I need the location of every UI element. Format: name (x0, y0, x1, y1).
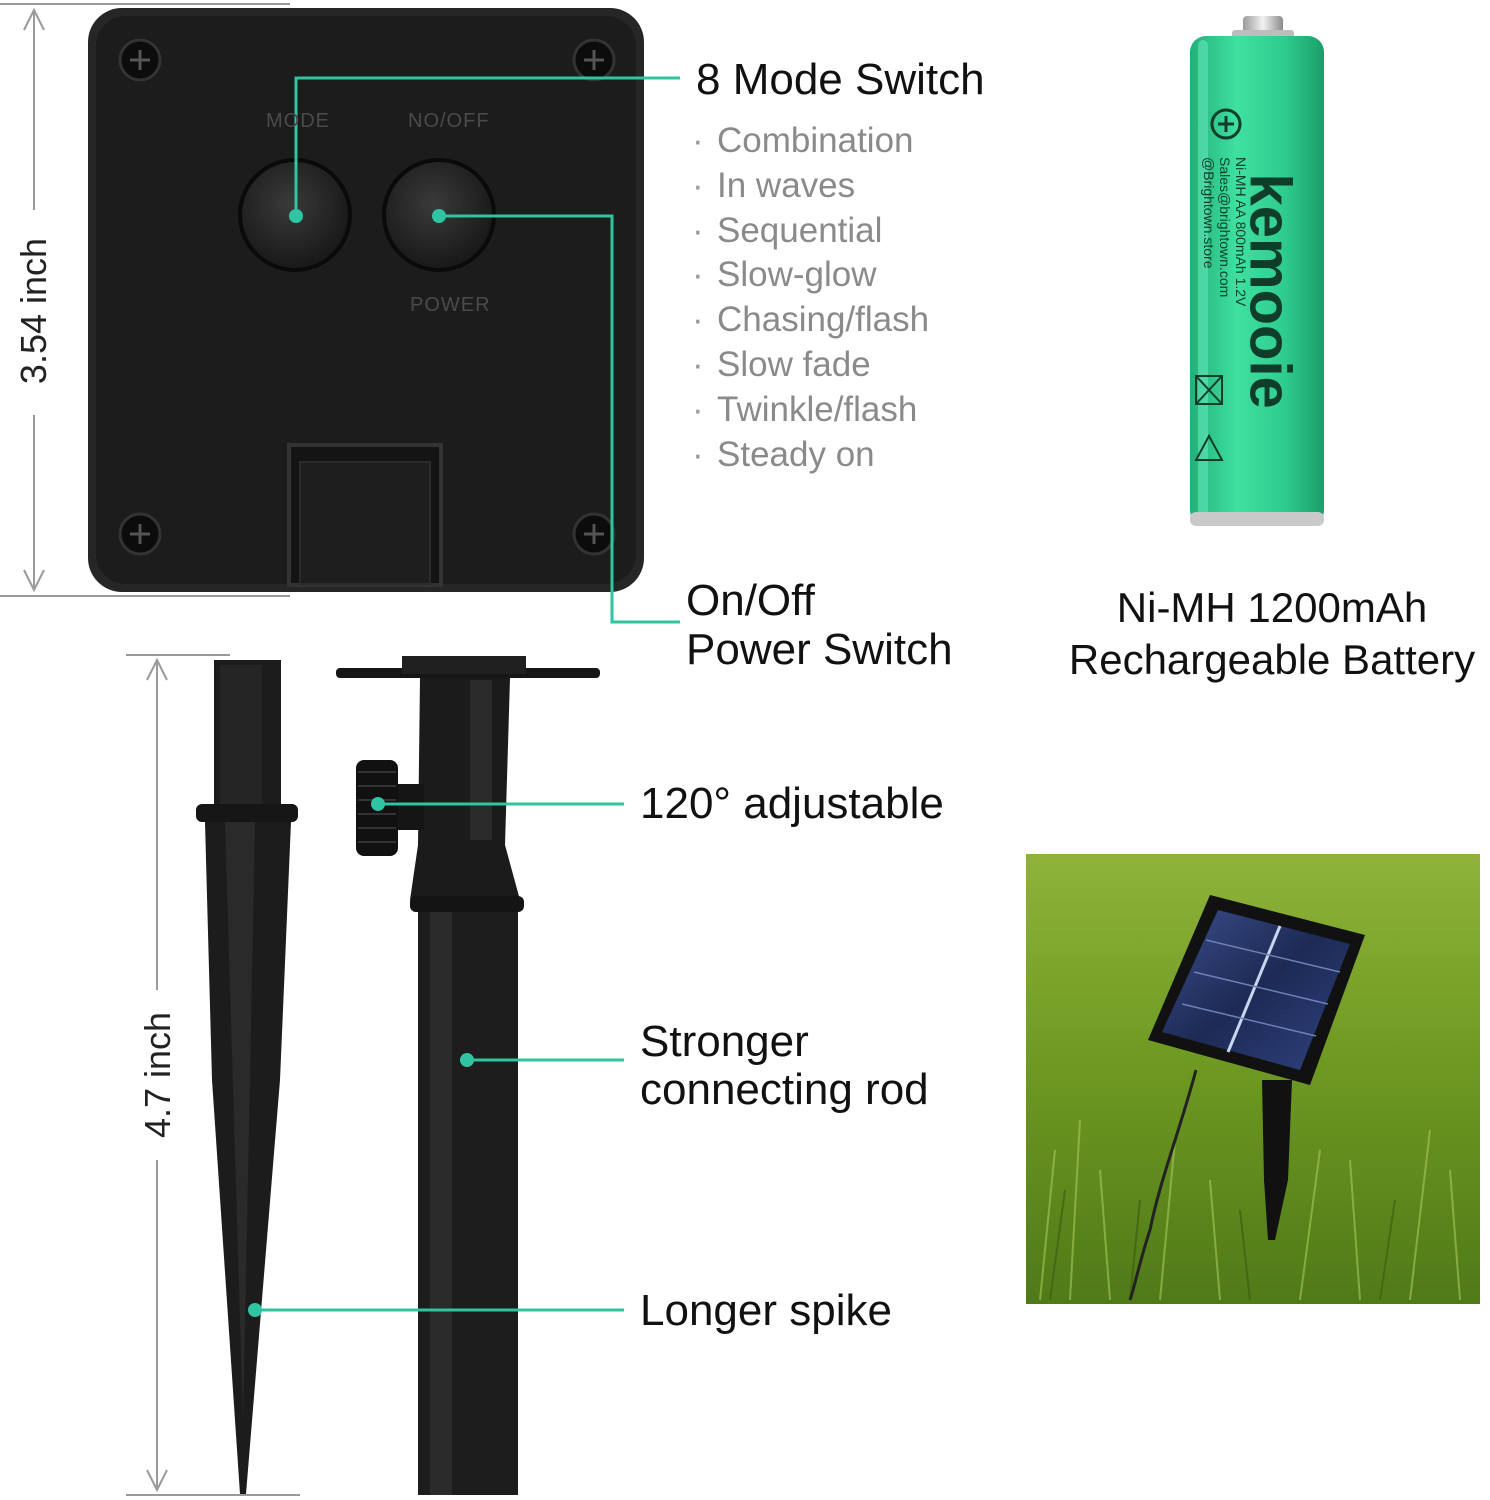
recycle-icon (1194, 375, 1224, 461)
list-item: ·In waves (692, 165, 856, 205)
mode-callout-line (294, 76, 680, 216)
rod-label: Stronger connecting rod (640, 1017, 929, 1114)
list-item: ·Chasing/flash (692, 300, 930, 340)
on-off-button-label: NO/OFF (408, 110, 490, 132)
battery-print: Ni-MH AA 800mAh 1.2V Sales@brightown.com… (1201, 157, 1249, 307)
box-height-label: 3.54 inch (13, 237, 54, 385)
solar-panel-photo (1026, 854, 1480, 1304)
control-box (88, 8, 644, 592)
power-switch-label: On/Off Power Switch (686, 576, 953, 674)
plus-icon (1210, 108, 1242, 140)
battery-image (1190, 16, 1324, 526)
list-item: ·Slow-glow (692, 255, 877, 295)
list-item: ·Sequential (692, 210, 883, 250)
mode-list: ·Combination ·In waves ·Sequential ·Slow… (692, 119, 929, 477)
height-dimension-box (0, 3, 290, 597)
list-item: ·Slow fade (692, 344, 871, 384)
mode-button-label: MODE (266, 110, 330, 132)
power-button-label: POWER (410, 294, 491, 316)
battery-caption: Ni-MH 1200mAh Rechargeable Battery (1068, 584, 1476, 683)
ground-spike (196, 660, 298, 1494)
connecting-rod (336, 656, 600, 1495)
spike-label: Longer spike (640, 1286, 892, 1335)
mode-switch-title: 8 Mode Switch (696, 55, 985, 104)
list-item: ·Steady on (692, 434, 875, 474)
list-item: ·Twinkle/flash (692, 389, 918, 429)
adjustable-label: 120° adjustable (640, 779, 944, 828)
height-dimension-stake (126, 654, 300, 1496)
stake-height-label: 4.7 inch (137, 1011, 178, 1139)
power-callout-line (439, 214, 680, 624)
list-item: ·Combination (692, 121, 914, 160)
